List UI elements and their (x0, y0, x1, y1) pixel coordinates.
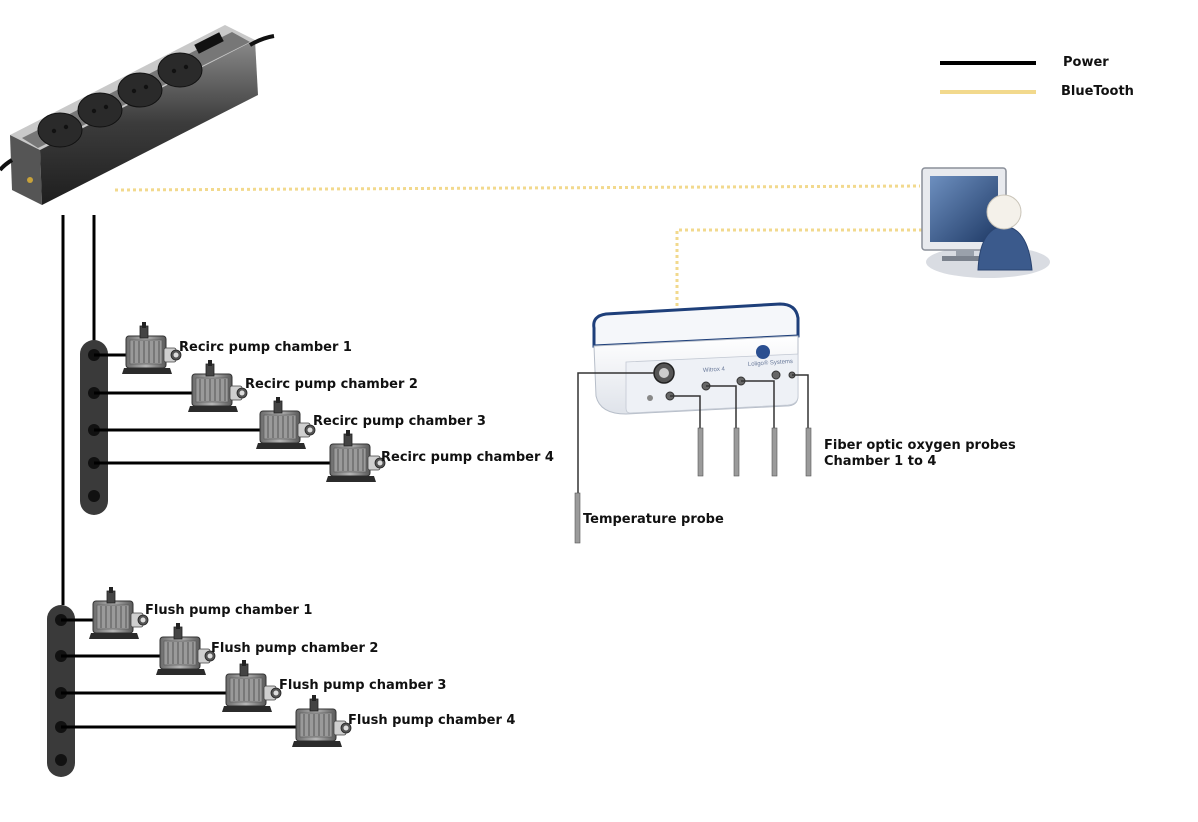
recirc-pump-label-3: Recirc pump chamber 3 (313, 414, 486, 429)
bluetooth-link-strip-to-pc (114, 184, 921, 192)
computer-user-icon (921, 167, 1050, 278)
flush-pump-2 (155, 622, 216, 676)
flush-pump-3 (221, 659, 282, 713)
flush-pump-4 (291, 694, 352, 748)
oxygen-probe-cables (670, 374, 809, 430)
legend-power-label: Power (1063, 55, 1109, 70)
recirc-pump-4 (325, 429, 386, 483)
flush-pump-label-1: Flush pump chamber 1 (145, 603, 313, 618)
temperature-probe-cable (577, 372, 654, 495)
flush-pump-label-4: Flush pump chamber 4 (348, 713, 516, 728)
oxygen-probes-label-line2: Chamber 1 to 4 (824, 454, 937, 469)
temperature-probe-label: Temperature probe (583, 512, 724, 527)
power-strip (0, 25, 275, 205)
meter-model-label: Witrox 4 (703, 366, 726, 374)
recirc-pump-label-1: Recirc pump chamber 1 (179, 340, 352, 355)
legend-bluetooth-label: BlueTooth (1061, 84, 1134, 99)
recirc-pump-3 (255, 396, 316, 450)
recirc-pump-label-4: Recirc pump chamber 4 (381, 450, 554, 465)
recirc-pump-2 (187, 359, 248, 413)
bluetooth-link-meter-to-pc (675, 228, 922, 318)
oxygen-probes (697, 427, 812, 477)
recirc-pump-1 (121, 321, 182, 375)
recirc-pump-label-2: Recirc pump chamber 2 (245, 377, 418, 392)
recirc-distribution-bar (80, 340, 108, 515)
flush-pump-label-2: Flush pump chamber 2 (211, 641, 379, 656)
oxygen-meter-device (592, 302, 800, 415)
oxygen-probes-label-line1: Fiber optic oxygen probes (824, 438, 1016, 453)
flush-pump-label-3: Flush pump chamber 3 (279, 678, 447, 693)
flush-distribution-bar (47, 605, 75, 777)
meter-brand-label: Loligo® Systems (748, 358, 793, 368)
temperature-probe (574, 492, 581, 544)
flush-pump-1 (88, 586, 149, 640)
